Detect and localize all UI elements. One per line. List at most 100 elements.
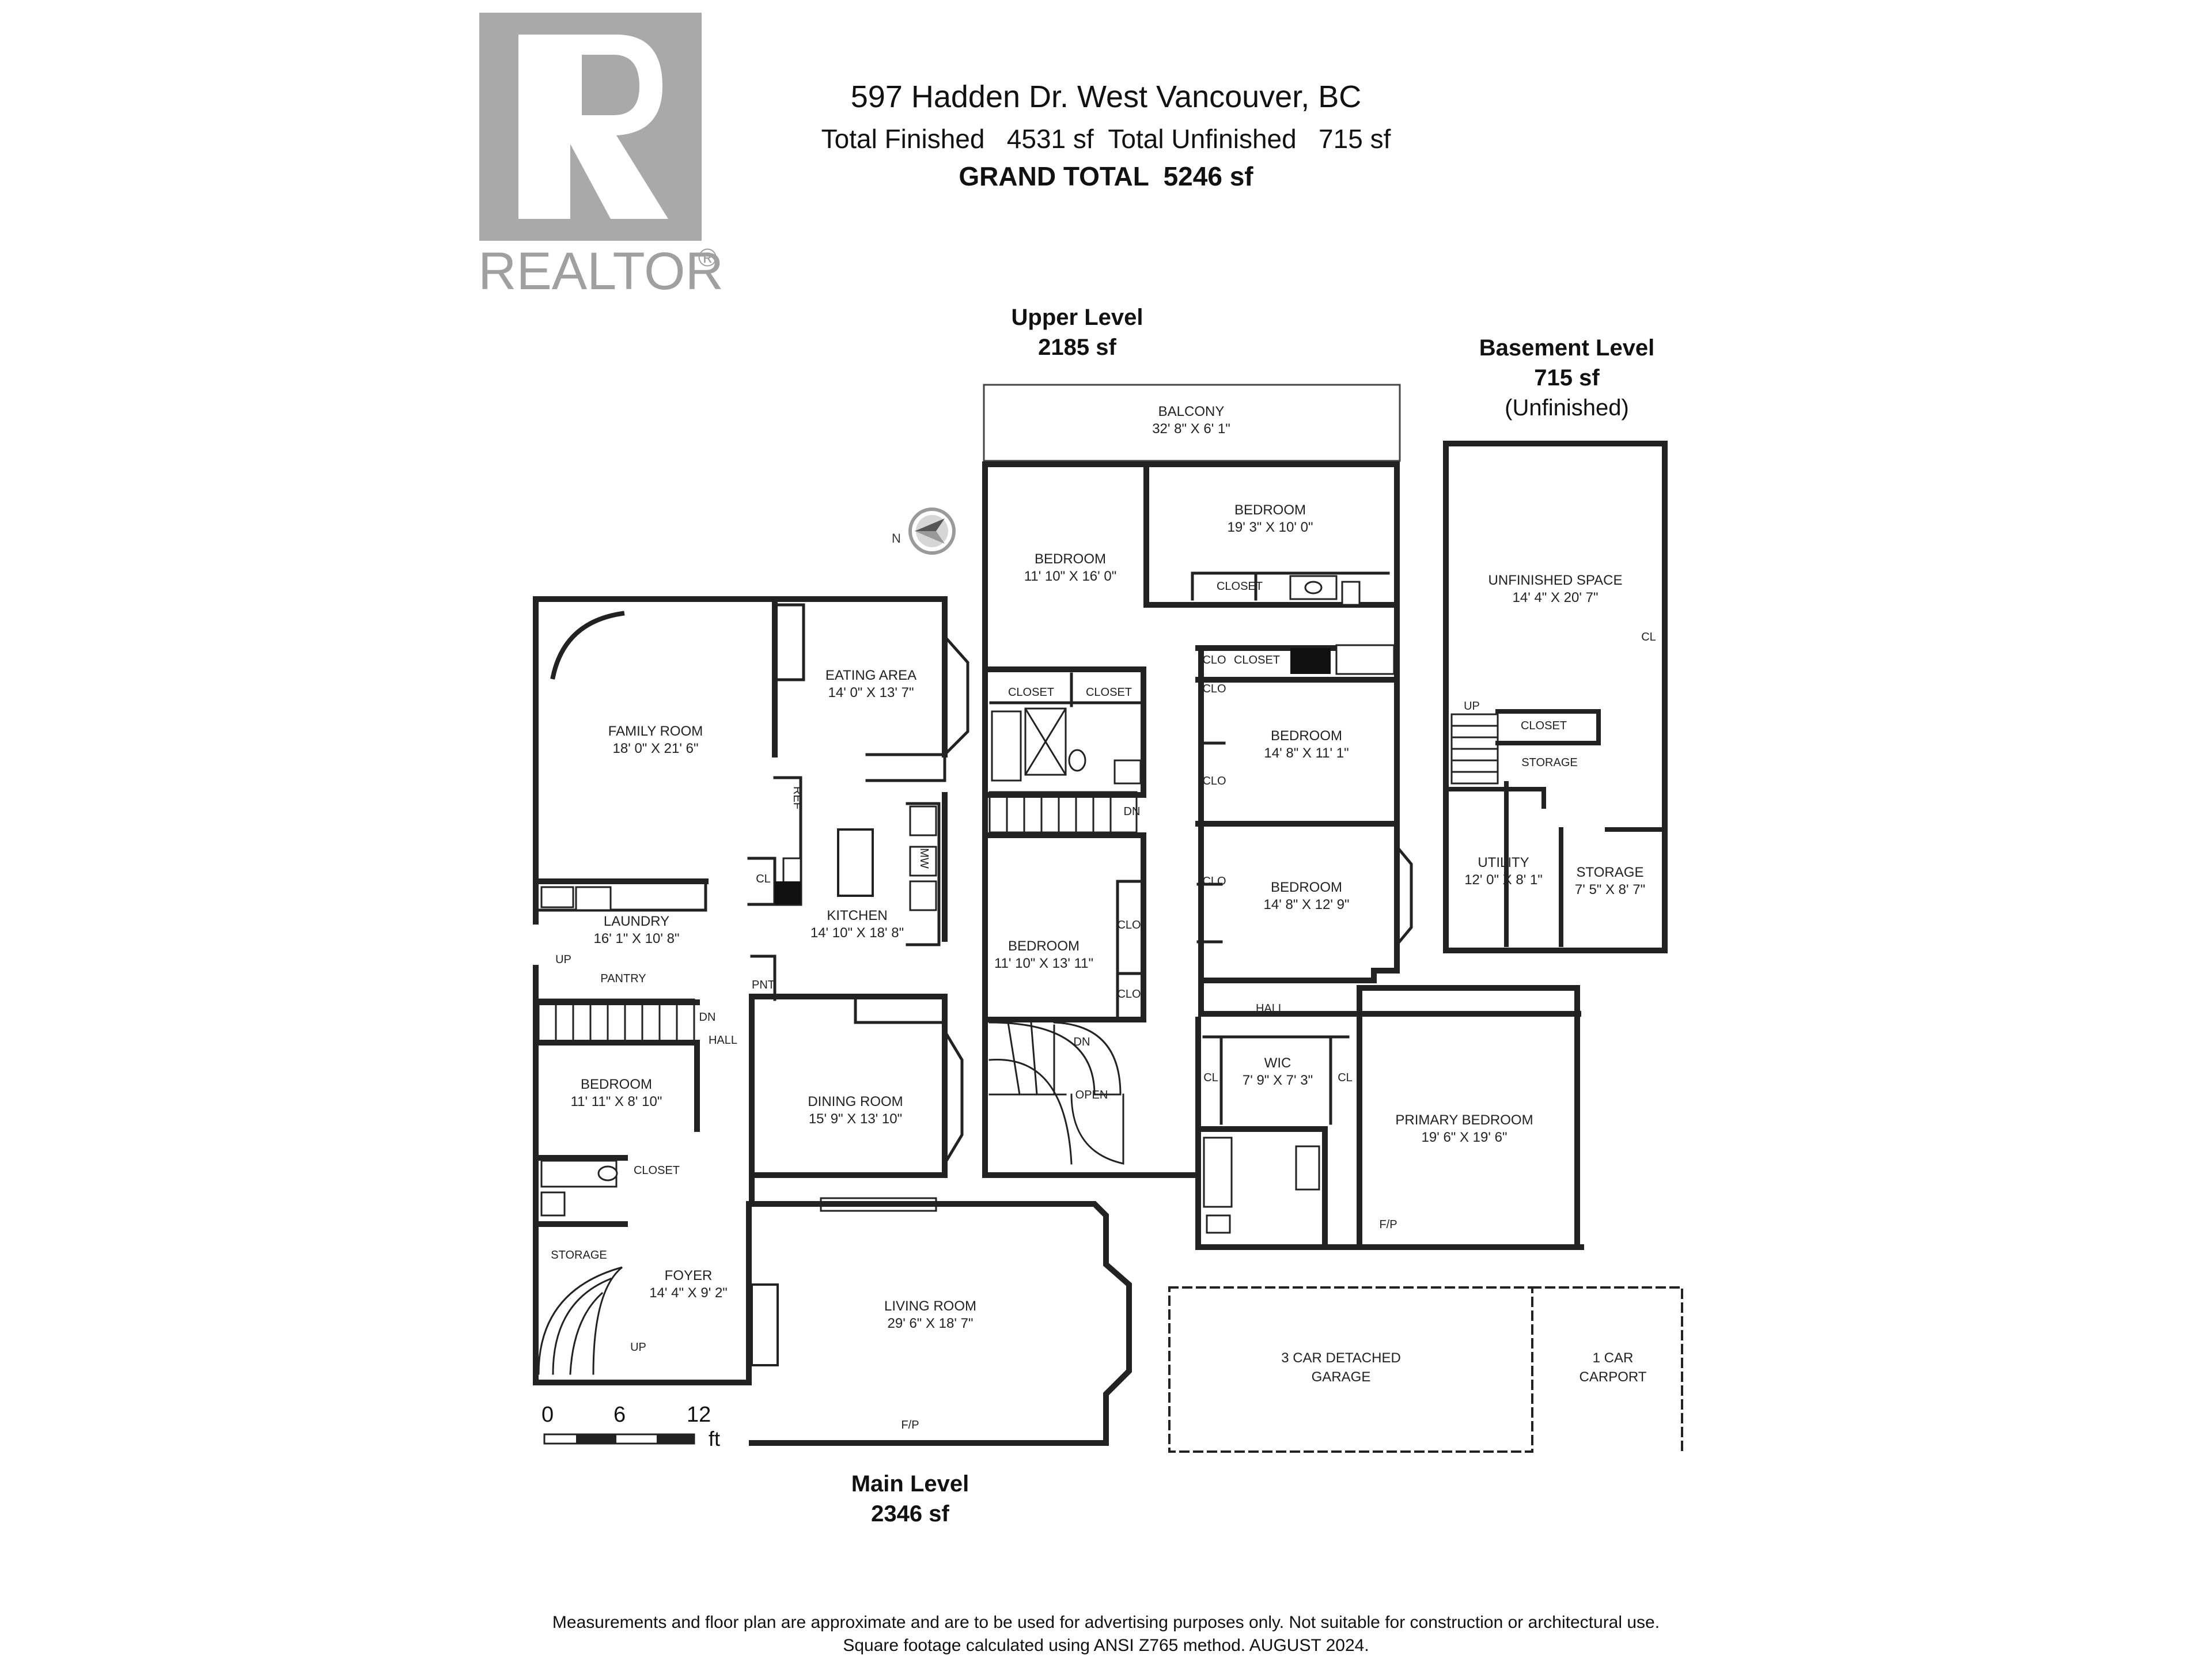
upper-closets <box>989 571 1390 1125</box>
mw-label: MW <box>918 848 930 869</box>
scale-bar: 0 6 12 ft <box>541 1403 720 1450</box>
basement-stairs <box>1450 713 1499 785</box>
unfinished-dim: 14' 4" X 20' 7" <box>1513 590 1599 605</box>
bedroom-main-name: BEDROOM <box>581 1077 652 1092</box>
curved-stairs <box>988 1021 1124 1165</box>
grand-total: GRAND TOTAL 5246 sf <box>959 161 1253 191</box>
living-fireplace <box>751 1283 779 1366</box>
cl-label: CL <box>756 873 771 885</box>
basement-outline <box>1443 441 1668 953</box>
basement-level-note: (Unfinished) <box>1505 395 1629 421</box>
balcony-outline <box>983 384 1401 462</box>
up-label: UP <box>555 953 571 966</box>
family-room-curve <box>550 611 625 680</box>
family-dim: 18' 0" X 21' 6" <box>613 741 699 756</box>
garage-outline <box>1168 1286 1683 1453</box>
bedroom-ul5-name: BEDROOM <box>1008 938 1080 954</box>
up-label: UP <box>630 1341 646 1354</box>
kitchen-name: KITCHEN <box>827 908 887 923</box>
kitchen-island <box>837 828 874 897</box>
storage-label: STORAGE <box>1521 756 1577 769</box>
closet-label: CLOSET <box>634 1164 680 1177</box>
clo-label: CLO <box>1202 775 1226 787</box>
closet-label: CLOSET <box>1217 580 1263 593</box>
carport-line1: 1 CAR <box>1593 1350 1634 1366</box>
scale-label-6: 6 <box>613 1403 626 1427</box>
bedroom-ul2-name: BEDROOM <box>1234 502 1306 518</box>
up-label: UP <box>1464 700 1480 713</box>
disclaimer-line2: Square footage calculated using ANSI Z76… <box>843 1636 1369 1655</box>
cl-label: CL <box>1338 1071 1353 1084</box>
storage-b-name: STORAGE <box>1577 865 1644 880</box>
main-stairs <box>537 998 695 1044</box>
bedroom-ul1-name: BEDROOM <box>1035 551 1106 567</box>
compass-north-label: N <box>892 531 901 546</box>
dn-label: DN <box>1124 805 1141 818</box>
utility-dim: 12' 0" X 8' 1" <box>1464 872 1543 888</box>
address-title: 597 Hadden Dr. West Vancouver, BC <box>850 79 1362 114</box>
clo-label: CLO <box>1117 988 1141 1001</box>
carport-line2: CARPORT <box>1580 1369 1647 1385</box>
balcony-name: BALCONY <box>1158 404 1225 419</box>
garage-line1: 3 CAR DETACHED <box>1281 1350 1401 1366</box>
disclaimer-line1: Measurements and floor plan are approxim… <box>552 1613 1660 1632</box>
laundry-dim: 16' 1" X 10' 8" <box>594 931 680 946</box>
bedroom-ul1-dim: 11' 10" X 16' 0" <box>1024 569 1117 584</box>
dn-label: DN <box>1074 1036 1090 1048</box>
balcony-dim: 32' 8" X 6' 1" <box>1152 421 1230 437</box>
bedroom-ul3-name: BEDROOM <box>1271 728 1342 744</box>
living-name: LIVING ROOM <box>884 1298 976 1314</box>
clo-label: CLO <box>1202 875 1226 888</box>
dining-living-opening <box>820 1197 937 1212</box>
main-level-title: Main Level 2346 sf <box>766 1469 1054 1529</box>
dark-fixture-kitchen <box>775 881 801 904</box>
upper-level-name: Upper Level <box>1011 305 1143 330</box>
kitchen-dim: 14' 10" X 18' 8" <box>810 925 904 941</box>
upper-bay-window <box>1395 844 1413 947</box>
eating-name: EATING AREA <box>825 668 916 683</box>
bedroom-ul4-dim: 14' 8" X 12' 9" <box>1264 897 1350 912</box>
dining-dim: 15' 9" X 13' 10" <box>809 1111 902 1127</box>
primary-bedroom-dim: 19' 6" X 19' 6" <box>1422 1130 1508 1145</box>
storage-label: STORAGE <box>551 1249 607 1262</box>
realtor-logo: REALTOR ® <box>478 13 724 301</box>
closet-label: CLOSET <box>1086 686 1132 699</box>
cl-label: CL <box>1203 1071 1218 1084</box>
main-level-walls <box>533 596 1132 1446</box>
foyer-name: FOYER <box>665 1268 713 1283</box>
laundry-name: LAUNDRY <box>604 914 669 929</box>
scale-unit: ft <box>709 1427 720 1450</box>
bedroom-ul3-dim: 14' 8" X 11' 1" <box>1264 745 1349 761</box>
clo-label: CLO <box>1202 683 1226 695</box>
dn-label: DN <box>699 1011 716 1024</box>
scale-label-0: 0 <box>541 1403 554 1427</box>
registered-mark: ® <box>698 244 717 272</box>
dining-room-bay <box>942 1029 964 1166</box>
finished-summary: Total Finished 4531 sf Total Unfinished … <box>821 124 1391 154</box>
fp-label: F/P <box>901 1419 919 1431</box>
upper-level-title: Upper Level 2185 sf <box>933 302 1221 362</box>
dark-fixture <box>1290 648 1331 674</box>
clo-label: CLO <box>1202 654 1226 666</box>
bath-fixtures <box>540 575 1395 1234</box>
fp-label: F/P <box>1379 1218 1397 1231</box>
foyer-stairs <box>537 1266 623 1375</box>
basement-walls <box>1446 709 1664 947</box>
wic-name: WIC <box>1264 1055 1291 1071</box>
open-label: OPEN <box>1075 1089 1108 1101</box>
eating-dim: 14' 0" X 13' 7" <box>828 685 914 700</box>
primary-bedroom-name: PRIMARY BEDROOM <box>1395 1112 1533 1128</box>
bedroom-main-dim: 11' 11" X 8' 10" <box>571 1094 662 1109</box>
basement-level-name: Basement Level <box>1479 335 1655 361</box>
upper-stairs <box>988 791 1138 834</box>
garage-line2: GARAGE <box>1312 1369 1371 1385</box>
wic-dim: 7' 9" X 7' 3" <box>1243 1073 1313 1088</box>
foyer-dim: 14' 4" X 9' 2" <box>649 1285 728 1301</box>
primary-bedroom-outline <box>1357 985 1580 1250</box>
hall-label: HALL <box>709 1034 737 1047</box>
bedroom-ul5-dim: 11' 10" X 13' 11" <box>994 956 1093 971</box>
bedroom-ul4-name: BEDROOM <box>1271 880 1342 895</box>
upper-level-area: 2185 sf <box>1038 335 1116 360</box>
basement-level-area: 715 sf <box>1534 365 1600 391</box>
